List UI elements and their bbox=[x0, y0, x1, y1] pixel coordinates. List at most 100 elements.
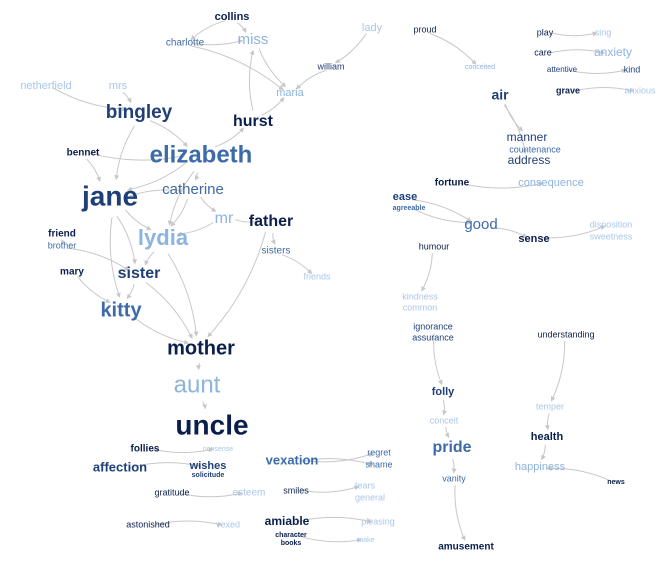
edge-charlotte-maria bbox=[191, 45, 284, 91]
node-mary: mary bbox=[60, 267, 84, 278]
node-agreeable: agreeable bbox=[393, 205, 426, 212]
edge-bennet-elizabeth bbox=[89, 152, 186, 161]
edge-bingley-jane bbox=[114, 125, 136, 181]
node-consequence: consequence bbox=[518, 177, 583, 189]
edge-vexation-regret bbox=[301, 452, 374, 463]
edge-elizabeth-lydia bbox=[167, 170, 195, 226]
node-bennet: bennet bbox=[67, 148, 100, 159]
edge-air-manner bbox=[504, 104, 524, 132]
edge-folly-conceit bbox=[442, 399, 448, 416]
edge-catherine-mr bbox=[200, 196, 217, 212]
node-kitty: kitty bbox=[100, 299, 142, 321]
edge-mr-lydia bbox=[176, 222, 214, 237]
edge-kitty-mother bbox=[133, 316, 190, 345]
node-mrs: mrs bbox=[109, 80, 128, 92]
node-wishes: wishes bbox=[189, 460, 227, 472]
node-friend: friend bbox=[48, 229, 76, 240]
edge-hurst-maria bbox=[261, 97, 285, 116]
node-anxiety: anxiety bbox=[594, 45, 632, 59]
node-gratitude: gratitude bbox=[154, 487, 189, 497]
edge-smiles-tears bbox=[302, 485, 360, 493]
node-mother: mother bbox=[167, 337, 235, 359]
node-solicitude: solicitude bbox=[192, 472, 225, 479]
node-netherfield: netherfield bbox=[20, 80, 71, 92]
edge-lydia-mother bbox=[167, 253, 199, 337]
node-sing: sing bbox=[595, 27, 612, 37]
node-happiness: happiness bbox=[515, 461, 566, 473]
edge-temper-health bbox=[544, 413, 550, 431]
edge-catherine-lydia bbox=[170, 198, 188, 227]
node-news: news bbox=[607, 479, 625, 486]
node-temper: temper bbox=[536, 401, 564, 411]
edge-father-mother bbox=[207, 231, 267, 338]
node-sister: sister bbox=[118, 265, 161, 282]
edge-william-maria bbox=[295, 69, 326, 90]
node-sisters: sisters bbox=[262, 246, 291, 257]
node-anxious: anxious bbox=[624, 85, 656, 95]
edge-vanity-amusement bbox=[454, 485, 466, 541]
node-conceit: conceit bbox=[430, 415, 459, 425]
edge-jane-sister bbox=[116, 216, 137, 265]
edge-grave-anxious bbox=[574, 86, 635, 93]
node-pride: pride bbox=[432, 439, 471, 456]
edge-character-make bbox=[295, 534, 362, 543]
edge-conceit-pride bbox=[444, 426, 450, 439]
edge-good-sense bbox=[491, 227, 528, 238]
edge-health-happiness bbox=[541, 444, 546, 461]
node-grave: grave bbox=[556, 85, 580, 95]
node-disposition: disposition bbox=[590, 219, 633, 229]
edge-proud-conceited bbox=[430, 33, 477, 65]
node-aunt: aunt bbox=[174, 371, 221, 398]
edge-brother-sister bbox=[67, 247, 130, 271]
node-address: address bbox=[508, 153, 551, 167]
edge-air-address bbox=[503, 104, 528, 155]
node-vanity: vanity bbox=[442, 473, 466, 483]
node-manner: manner bbox=[507, 130, 548, 144]
edge-vexation-shame bbox=[301, 458, 374, 466]
node-jane: jane bbox=[81, 180, 138, 211]
node-ignorance: ignorance bbox=[413, 321, 453, 331]
edge-affection-wishes bbox=[128, 462, 202, 469]
node-tears: tears bbox=[355, 480, 376, 490]
edge-collins-miss bbox=[236, 22, 247, 33]
edge-jane-kitty bbox=[109, 217, 121, 298]
node-lydia: lydia bbox=[138, 225, 189, 250]
node-folly: folly bbox=[432, 386, 455, 398]
node-humour: humour bbox=[419, 241, 450, 251]
edge-aunt-uncle bbox=[202, 401, 208, 410]
node-character: character bbox=[275, 532, 307, 539]
edge-mrs-bingley bbox=[122, 91, 132, 104]
node-sweetness: sweetness bbox=[590, 231, 633, 241]
edge-elizabeth-catherine bbox=[194, 172, 200, 181]
node-bingley: bingley bbox=[106, 102, 173, 123]
node-books: books bbox=[281, 540, 302, 547]
node-maria: maria bbox=[276, 87, 304, 99]
node-amusement: amusement bbox=[438, 542, 494, 553]
node-kindness: kindness bbox=[402, 291, 438, 301]
edge-mary-kitty bbox=[77, 276, 111, 303]
node-sense: sense bbox=[518, 233, 549, 245]
edge-lydia-sister bbox=[144, 251, 155, 266]
node-friends: friends bbox=[303, 271, 331, 281]
node-follies: follies bbox=[131, 444, 160, 455]
edge-care-anxiety bbox=[549, 49, 606, 55]
node-countenance: countenance bbox=[509, 144, 561, 154]
edge-astonished-vexed bbox=[154, 520, 223, 527]
edge-netherfield-bingley bbox=[53, 87, 128, 112]
edge-miss-maria bbox=[258, 48, 287, 88]
node-uncle: uncle bbox=[175, 409, 248, 440]
edge-jane-catherine bbox=[129, 187, 184, 197]
edge-fortune-consequence bbox=[458, 181, 545, 189]
node-mr: mr bbox=[215, 210, 234, 227]
node-ease: ease bbox=[393, 191, 417, 203]
node-regret: regret bbox=[367, 447, 391, 457]
edge-pride-vanity bbox=[451, 459, 457, 474]
node-vexed: vexed bbox=[216, 519, 240, 529]
edge-layer bbox=[53, 20, 635, 543]
edge-agreeable-good bbox=[413, 208, 472, 226]
node-understanding: understanding bbox=[537, 329, 594, 339]
node-attentive: attentive bbox=[547, 65, 578, 74]
node-make: make bbox=[357, 537, 374, 544]
